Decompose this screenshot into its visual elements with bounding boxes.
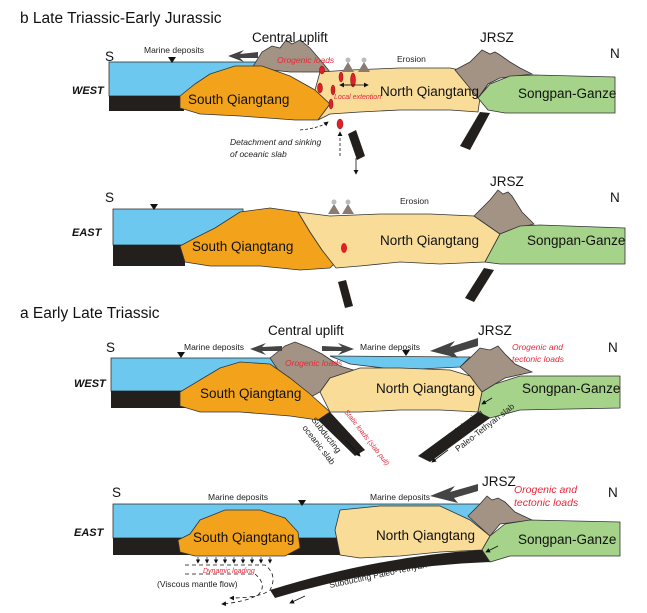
orogenic-loads-label: Orogenic loads [285, 358, 343, 368]
jrsz-label: JRSZ [480, 30, 514, 45]
marine-deposits-label-right: Marine deposits [360, 342, 420, 352]
side-label-west: WEST [72, 85, 105, 97]
south-marker: S [106, 340, 115, 355]
marine-inflow-arrow [322, 343, 354, 355]
north-qiangtang-block [334, 505, 491, 559]
orogenic-tectonic-label-line2: tectonic loads [512, 354, 565, 364]
tectonic-push-arrow [430, 338, 478, 358]
subducting-oceanic-slab [318, 412, 365, 456]
sea-layer-center [329, 355, 471, 371]
sea-level-marker [168, 57, 176, 63]
viscous-flow-label: (Viscous mantle flow) [157, 579, 238, 589]
north-qiangtang-label: North Qiangtang [380, 233, 479, 248]
subducting-paleo-tethyan-slab [270, 550, 490, 598]
marine-outflow-arrow [228, 50, 258, 62]
jrsz-mountain [454, 49, 534, 99]
orogenic-tectonic-label-line1: Orogenic and [514, 484, 578, 496]
magma-drop [341, 243, 347, 253]
songpan-push-arrow [485, 545, 499, 553]
subducting-paleo-tethyan-slab [418, 412, 490, 462]
volcano-icons [342, 57, 370, 72]
sea-level-marker-center [402, 350, 410, 356]
central-uplift-label: Central uplift [268, 323, 344, 338]
side-label-west: WEST [74, 378, 107, 390]
detachment-label-line2: of oceanic slab [230, 149, 287, 159]
detachment-label-line1: Detachment and sinking [230, 137, 321, 147]
north-qiangtang-block [297, 211, 501, 269]
songpan-ganze-block [484, 224, 626, 265]
north-marker: N [610, 190, 620, 205]
jrsz-label: JRSZ [490, 174, 524, 189]
songpan-ganze-block [477, 375, 621, 419]
south-qiangtang-block [177, 509, 301, 557]
volcano-icons [328, 199, 354, 214]
north-marker: N [608, 340, 618, 355]
panel-a-title: a Early Late Triassic [20, 305, 160, 322]
south-qiangtang-block [179, 361, 331, 421]
south-qiangtang-label: South Qiangtang [193, 530, 294, 545]
songpan-ganze-block [477, 74, 616, 114]
jrsz-label: JRSZ [478, 323, 512, 338]
north-marker: N [608, 485, 618, 500]
south-qiangtang-label: South Qiangtang [200, 386, 301, 401]
north-marker: N [610, 46, 620, 61]
songpan-ganze-label: Songpan-Ganze [518, 532, 616, 547]
mantle-flow-inner [185, 564, 274, 601]
north-qiangtang-block [314, 67, 491, 121]
panel-a-west-section: S N WEST Marine deposits Marine deposits… [74, 323, 621, 467]
panel-b-east-section: S N EAST Erosion JRSZ South Qiangtang No… [72, 174, 626, 308]
subducting-slab [460, 112, 490, 150]
erosion-label: Erosion [400, 196, 429, 206]
slab-arrow [289, 595, 306, 604]
south-marker: S [105, 49, 114, 64]
marine-deposits-label: Marine deposits [144, 45, 204, 55]
sea-level-marker [150, 204, 158, 210]
jrsz-mountain [467, 495, 534, 537]
jrsz-label: JRSZ [482, 474, 516, 489]
orogenic-loads-label: Orogenic loads [277, 55, 335, 65]
songpan-ganze-label: Songpan-Ganze [522, 381, 620, 396]
south-qiangtang-label: South Qiangtang [192, 239, 293, 254]
songpan-ganze-label: Songpan-Ganze [527, 233, 625, 248]
paleo-slab-arrow [431, 449, 449, 463]
marine-deposits-label-left: Marine deposits [184, 342, 244, 352]
north-qiangtang-label: North Qiangtang [380, 84, 479, 99]
oceanic-slab-base [109, 96, 184, 111]
songpan-ganze-block [481, 519, 621, 563]
dynamic-loading-label: Dynamic loading [203, 568, 255, 575]
marine-deposits-label-right: Marine deposits [370, 492, 430, 502]
local-extension-label: Local extention [334, 94, 381, 101]
songpan-ganze-label: Songpan-Ganze [518, 86, 616, 101]
oceanic-slab-base [113, 245, 185, 266]
subducting-slab [465, 268, 494, 302]
marine-outflow-arrow-left [250, 343, 282, 355]
detached-slab [348, 130, 365, 160]
songpan-push-arrow [481, 397, 493, 405]
south-qiangtang-label: South Qiangtang [188, 92, 289, 107]
north-qiangtang-label: North Qiangtang [376, 381, 475, 396]
magma-drops [317, 65, 356, 130]
central-uplift-label: Central uplift [252, 30, 328, 45]
south-marker: S [105, 190, 114, 205]
south-marker: S [112, 485, 121, 500]
side-label-east: EAST [74, 527, 105, 539]
panel-b-title: b Late Triassic-Early Jurassic [20, 10, 222, 27]
sea-level-marker [177, 352, 185, 358]
north-qiangtang-label: North Qiangtang [376, 528, 475, 543]
erosion-label: Erosion [397, 54, 426, 64]
tectonic-push-arrow [430, 484, 478, 503]
oceanic-slab-arrow [344, 439, 361, 457]
mantle-flow-outer [185, 573, 263, 607]
orogenic-tectonic-label-line2: tectonic loads [514, 497, 579, 509]
side-label-east: EAST [72, 227, 103, 239]
panel-a-east-section: S N EAST Marine deposits Marine deposit [74, 474, 621, 607]
panel-b-west-section: S N WEST [72, 30, 620, 175]
dynamic-loading-arrows [195, 557, 273, 564]
detachment-arrow [299, 121, 329, 131]
orogenic-tectonic-label-line1: Orogenic and [512, 342, 563, 352]
marine-deposits-label-left: Marine deposits [208, 492, 268, 502]
oceanic-slab-base [111, 391, 186, 408]
detached-slab [338, 280, 353, 308]
sea-level-marker [298, 500, 306, 506]
